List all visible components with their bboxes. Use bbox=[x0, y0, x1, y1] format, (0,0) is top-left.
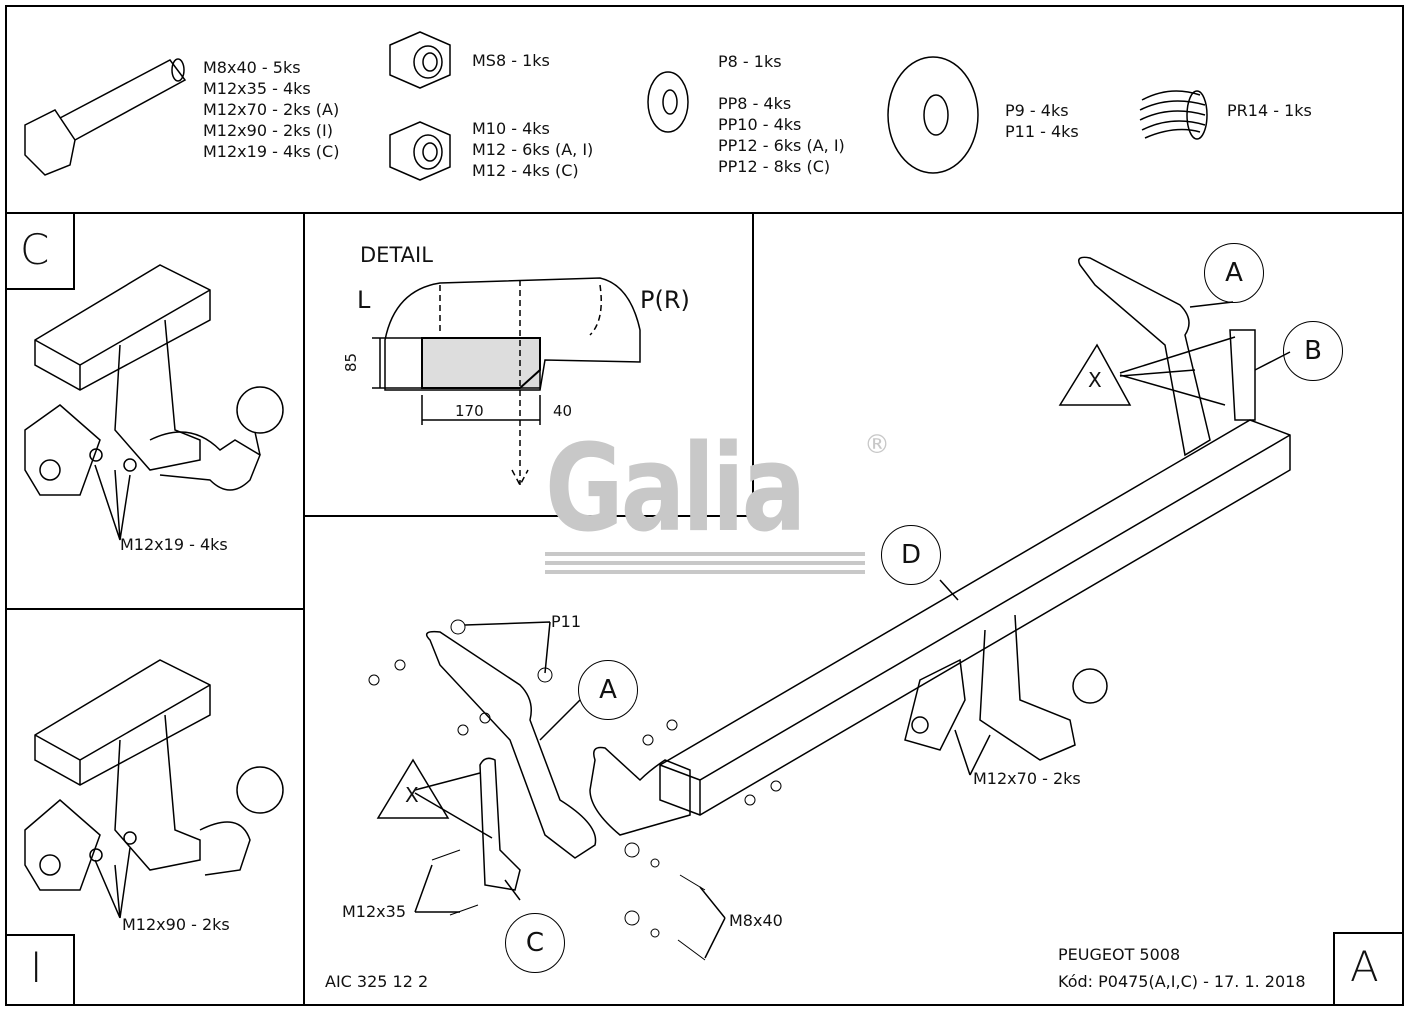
part-label: PP12 - 8ks (C) bbox=[718, 157, 831, 176]
panel-c-letter: C bbox=[20, 225, 50, 274]
detail-panel bbox=[303, 212, 754, 517]
panel-a-letter: A bbox=[1350, 942, 1379, 991]
callout-x-top: X bbox=[1088, 368, 1102, 392]
hitch-i-drawing bbox=[24, 659, 284, 919]
panel-i-letter: I bbox=[30, 943, 43, 992]
large-washer-icon bbox=[887, 56, 979, 174]
detail-drawing bbox=[372, 277, 641, 487]
label-m12x35: M12x35 bbox=[342, 902, 406, 921]
nut-list: M10 - 4ks M12 - 6ks (A, I) M12 - 4ks (C) bbox=[472, 118, 593, 181]
part-label: PP12 - 6ks (A, I) bbox=[718, 136, 845, 155]
label-m12x70: M12x70 - 2ks bbox=[973, 769, 1081, 788]
spring-icon bbox=[1139, 90, 1208, 140]
part-label: P8 - 1ks bbox=[718, 52, 782, 71]
detail-title: DETAIL bbox=[360, 243, 433, 267]
vehicle-name: PEUGEOT 5008 bbox=[1058, 945, 1181, 964]
logo-underline bbox=[545, 552, 865, 556]
warning-triangle-top bbox=[1058, 343, 1132, 406]
doc-number: AIC 325 12 2 bbox=[325, 972, 429, 991]
label-p11: P11 bbox=[551, 612, 582, 631]
galia-logo: Galia bbox=[545, 420, 806, 559]
large-washer-list: P9 - 4ks P11 - 4ks bbox=[1005, 100, 1079, 142]
main-assembly-drawing bbox=[368, 256, 1291, 961]
panel-c-bolt-label: M12x19 - 4ks bbox=[120, 535, 228, 554]
part-label: PP10 - 4ks bbox=[718, 115, 802, 134]
warning-triangle-bottom bbox=[376, 758, 450, 819]
label-m8x40: M8x40 bbox=[729, 911, 783, 930]
part-label: M12 - 4ks (C) bbox=[472, 161, 579, 180]
letter-box-c bbox=[5, 212, 75, 290]
callout-a-top: A bbox=[1204, 243, 1264, 303]
part-label: M12x35 - 4ks bbox=[203, 79, 311, 98]
detail-left-label: L bbox=[357, 286, 371, 314]
hitch-c-drawing bbox=[24, 264, 284, 541]
product-code: Kód: P0475(A,I,C) - 17. 1. 2018 bbox=[1058, 972, 1306, 991]
detail-height-dim: 85 bbox=[342, 352, 361, 373]
part-label: P9 - 4ks bbox=[1005, 101, 1069, 120]
callout-a-bottom: A bbox=[578, 660, 638, 720]
callout-x-bottom: X bbox=[405, 783, 419, 807]
detail-width-dim: 170 bbox=[455, 402, 484, 420]
bolt-icon bbox=[24, 58, 187, 176]
washer-list: PP8 - 4ks PP10 - 4ks PP12 - 6ks (A, I) P… bbox=[718, 93, 845, 177]
part-label: M8x40 - 5ks bbox=[203, 58, 301, 77]
registered-mark: ® bbox=[864, 430, 890, 460]
detail-right-label: P(R) bbox=[640, 286, 690, 314]
part-label: PR14 - 1ks bbox=[1227, 101, 1312, 120]
nut-icon bbox=[389, 31, 451, 89]
part-label: P11 - 4ks bbox=[1005, 122, 1079, 141]
callout-b: B bbox=[1283, 321, 1343, 381]
letter-box-i bbox=[5, 934, 75, 1006]
letter-box-a bbox=[1333, 932, 1404, 1006]
panel-i bbox=[5, 608, 305, 1006]
part-label: M12x90 - 2ks (I) bbox=[203, 121, 334, 140]
part-label: M12 - 6ks (A, I) bbox=[472, 140, 594, 159]
part-label: M12x19 - 4ks (C) bbox=[203, 142, 340, 161]
part-label: PP8 - 4ks bbox=[718, 94, 792, 113]
callout-c: C bbox=[505, 913, 565, 973]
panel-i-bolt-label: M12x90 - 2ks bbox=[122, 915, 230, 934]
part-label: M10 - 4ks bbox=[472, 119, 550, 138]
part-label: MS8 - 1ks bbox=[472, 51, 550, 70]
callout-d: D bbox=[881, 525, 941, 585]
washer-icon bbox=[647, 71, 689, 133]
part-label: M12x70 - 2ks (A) bbox=[203, 100, 340, 119]
bolt-list: M8x40 - 5ks M12x35 - 4ks M12x70 - 2ks (A… bbox=[203, 57, 339, 162]
nut-icon bbox=[389, 121, 451, 181]
detail-offset-dim: 40 bbox=[553, 402, 573, 420]
